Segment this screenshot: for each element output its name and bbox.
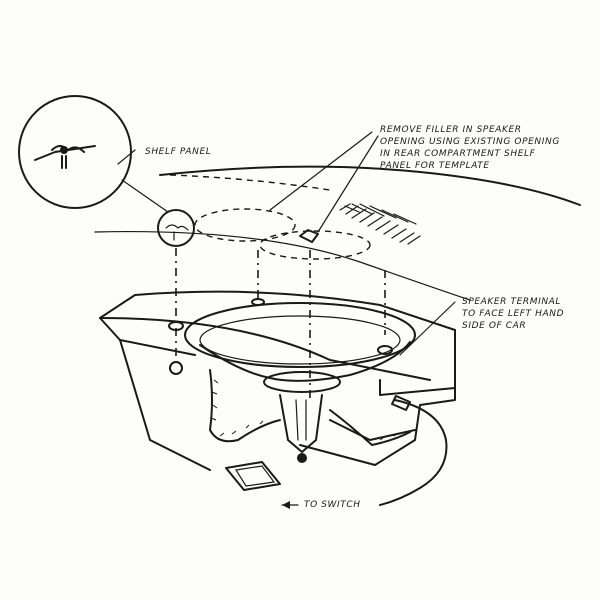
remove-filler-line-3: IN REAR COMPARTMENT SHELF [380, 149, 536, 159]
speaker-terminal-clip [299, 229, 319, 243]
switch-wire [379, 399, 448, 506]
enclosure-right-inner [379, 379, 456, 396]
speaker-cone-body [199, 341, 411, 382]
speaker-terminal-line-3: SIDE OF CAR [462, 321, 527, 331]
speaker-cone-rim [184, 302, 416, 368]
enclosure-front-left [99, 317, 211, 471]
remove-filler-line-1: REMOVE FILLER IN SPEAKER [380, 125, 522, 135]
shelf-panel-edge [159, 165, 581, 206]
remove-filler-leader-1 [269, 131, 373, 211]
speaker-terminal-line-1: SPEAKER TERMINAL [462, 297, 562, 307]
mount-hole-back [251, 298, 265, 306]
to-switch-arrowhead [282, 501, 290, 509]
padding-texture [210, 379, 398, 442]
shelf-hatching [339, 203, 421, 245]
bracket-inner [295, 399, 307, 441]
to-switch-label: TO SWITCH [304, 500, 361, 510]
mount-hole-right [377, 345, 393, 355]
shelf-panel-dash-line [169, 174, 331, 191]
shelf-panel-leader [117, 149, 136, 165]
fastener-detail-circle [157, 209, 195, 247]
wire-connector [391, 395, 411, 411]
clip-fastener-icon [34, 145, 96, 169]
speaker-cone-inner [199, 315, 401, 365]
bracket-nut [297, 453, 307, 463]
enclosure-bottom [329, 419, 416, 441]
detail-circle [18, 95, 132, 209]
speaker-magnet [263, 371, 341, 393]
mount-hole-left [168, 321, 184, 331]
speaker-opening-template-left [194, 208, 296, 242]
enclosure-rim-inner [99, 317, 431, 381]
shelf-panel-label: SHELF PANEL [145, 147, 212, 157]
remove-filler-leader-2 [317, 135, 379, 233]
enclosure-top-rim [99, 290, 456, 361]
detail-leader-line [121, 179, 169, 213]
enclosure-side [119, 339, 196, 356]
access-plate [225, 461, 281, 491]
access-plate-inner [235, 465, 276, 487]
speaker-opening-template-right [259, 230, 371, 260]
shelf-panel-front-edge [94, 230, 471, 301]
mount-nut-left [169, 361, 183, 375]
speaker-terminal-leader [399, 301, 456, 356]
remove-filler-line-4: PANEL FOR TEMPLATE [380, 161, 490, 171]
speaker-terminal-label: SPEAKER TERMINAL TO FACE LEFT HAND SIDE … [462, 296, 564, 332]
mounting-bracket [279, 394, 323, 453]
remove-filler-line-2: OPENING USING EXISTING OPENING [380, 137, 560, 147]
remove-filler-label: REMOVE FILLER IN SPEAKER OPENING USING E… [380, 124, 560, 172]
fastener-detail-icon [165, 224, 189, 241]
speaker-terminal-line-2: TO FACE LEFT HAND [462, 309, 565, 319]
